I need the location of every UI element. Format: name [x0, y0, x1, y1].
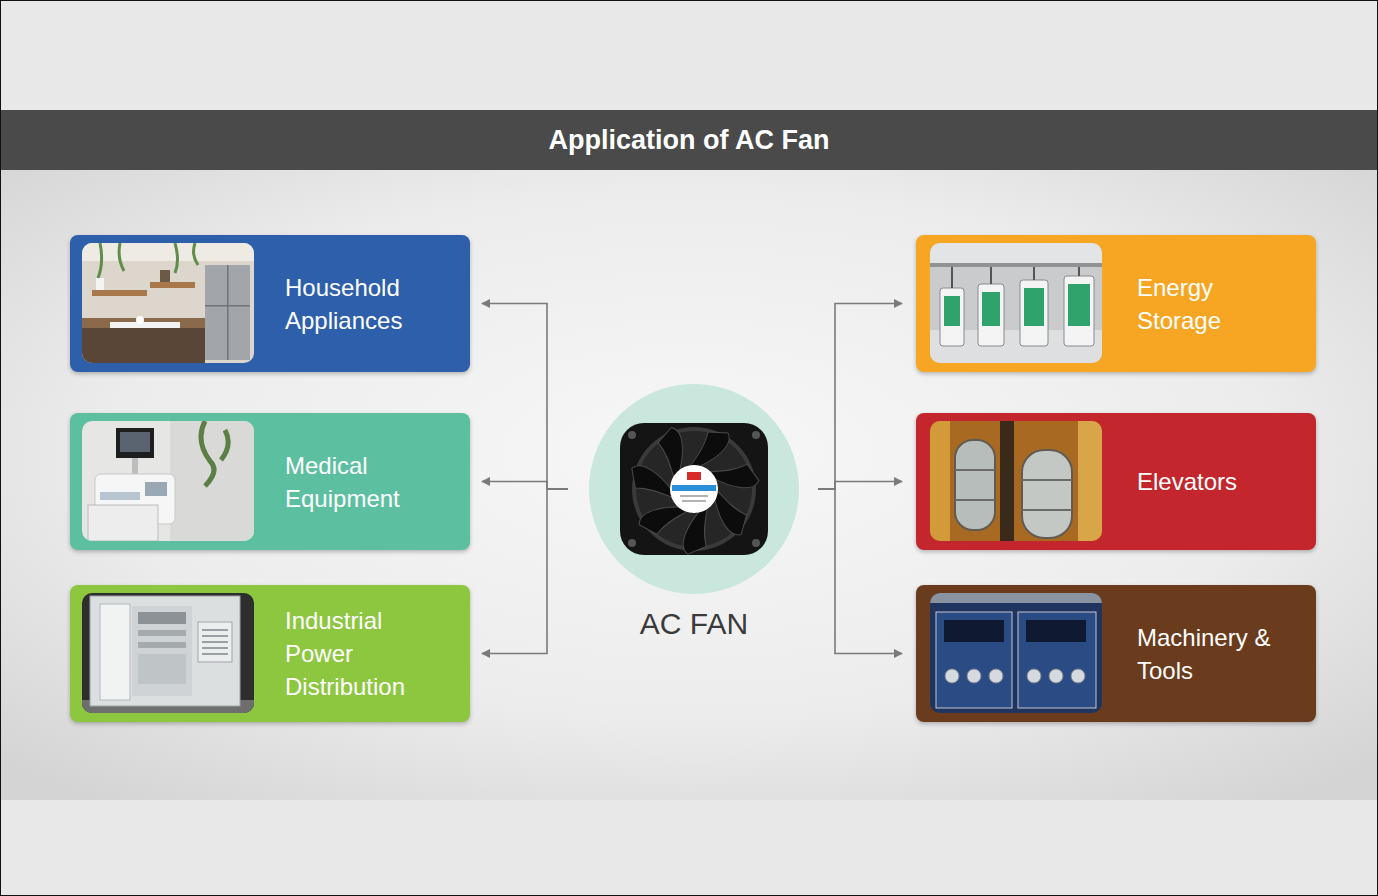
application-box: Elevators: [916, 413, 1316, 550]
application-label: Machinery & Tools: [1137, 621, 1292, 687]
branch-arrow: [818, 489, 902, 654]
branch-arrow: [818, 482, 902, 490]
kitchen-photo: [82, 243, 254, 363]
medical-photo: [82, 421, 254, 541]
application-label: Elevators: [1137, 465, 1292, 498]
cabinet-photo: [82, 593, 254, 713]
ac-fan-picture: [620, 423, 768, 556]
application-label: Energy Storage: [1137, 271, 1292, 337]
elevator-photo: [930, 421, 1102, 541]
hub-circle-fill: [589, 384, 799, 594]
application-box: Medical Equipment: [70, 413, 470, 550]
branch-arrow: [482, 489, 568, 654]
application-box: Machinery & Tools: [916, 585, 1316, 722]
application-label: Industrial Power Distribution: [285, 604, 440, 703]
application-box: Energy Storage: [916, 235, 1316, 372]
diagram-title: Application of AC Fan: [549, 125, 830, 156]
application-label: Household Appliances: [285, 271, 440, 337]
header-band: [0, 110, 1378, 170]
title-bar: Application of AC Fan: [0, 110, 1378, 170]
application-label: Medical Equipment: [285, 449, 440, 515]
charging-station-photo: [930, 243, 1102, 363]
branch-arrow: [818, 304, 902, 490]
branch-arrow: [482, 482, 568, 490]
hub-label: AC FAN: [544, 606, 844, 642]
application-box: Industrial Power Distribution: [70, 585, 470, 722]
application-box: Household Appliances: [70, 235, 470, 372]
hub-circle: AC FAN: [589, 384, 799, 594]
main-panel: [0, 170, 1378, 800]
machinery-photo: [930, 593, 1102, 713]
branch-arrow: [482, 304, 568, 490]
hub-circle-shape: [589, 384, 799, 594]
